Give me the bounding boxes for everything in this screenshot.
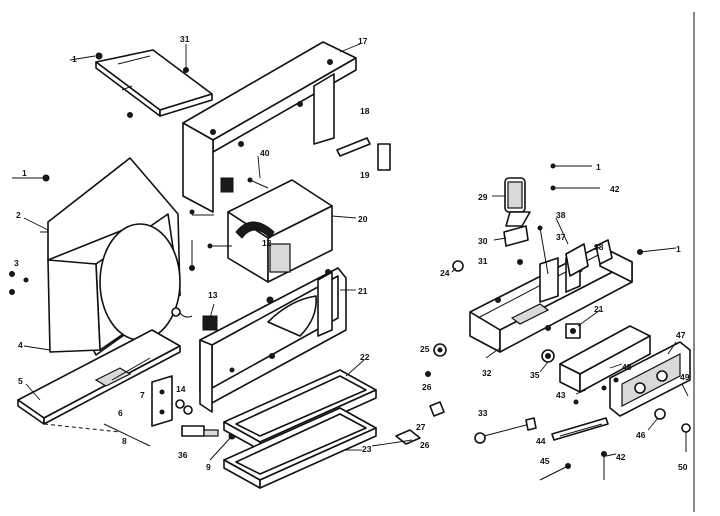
switch-21-right (565, 323, 581, 339)
label-38-upper: 38 (556, 210, 566, 220)
screw-26-right (425, 371, 431, 377)
condenser-shroud (9, 157, 181, 356)
control-panel-43 (559, 325, 651, 393)
small-bracket-18 (336, 137, 371, 157)
label-48: 48 (622, 362, 632, 372)
label-17: 17 (358, 36, 368, 46)
label-50: 50 (678, 462, 688, 472)
partition-panel (199, 267, 347, 413)
drain-pan-23 (223, 407, 377, 489)
label-27: 27 (416, 422, 426, 432)
capacitor-13 (171, 307, 218, 331)
label-35: 35 (530, 370, 540, 380)
label-42-bottom: 42 (616, 452, 626, 462)
label-14: 14 (176, 384, 186, 394)
base-pan (17, 329, 181, 447)
label-32: 32 (482, 368, 492, 378)
label-37: 37 (556, 232, 566, 242)
top-bulkhead-frame (182, 41, 357, 271)
small-parts-14 (175, 399, 193, 415)
screw-31-right (517, 259, 523, 265)
label-13: 13 (208, 290, 218, 300)
label-2: 2 (16, 210, 21, 220)
label-7: 7 (140, 390, 145, 400)
pin-12 (247, 177, 269, 189)
control-box-32 (469, 245, 633, 353)
label-19: 19 (360, 170, 370, 180)
hinge-bracket-7 (151, 375, 173, 427)
thermostat-38 (565, 239, 613, 277)
knob-48 (654, 408, 666, 420)
screw-45 (539, 463, 571, 481)
label-24: 24 (440, 268, 450, 278)
label-23: 23 (362, 444, 372, 454)
screw-1-right (637, 247, 677, 255)
label-1-left: 1 (22, 168, 27, 178)
label-26-bottom: 26 (420, 440, 430, 450)
label-38-lower: 38 (594, 242, 604, 252)
label-12: 12 (262, 238, 272, 248)
label-49: 49 (680, 372, 690, 382)
label-1-right: 1 (676, 244, 681, 254)
label-8: 8 (122, 436, 127, 446)
label-45: 45 (540, 456, 550, 466)
label-31-right: 31 (478, 256, 488, 266)
part-labels: 1 31 17 18 19 40 1 2 3 4 5 6 7 8 9 14 36… (14, 34, 690, 472)
leader-lines (23, 43, 689, 457)
label-18: 18 (360, 106, 370, 116)
motor-29 (504, 177, 531, 227)
label-36: 36 (178, 450, 188, 460)
label-40: 40 (260, 148, 270, 158)
screw-42-bottom (601, 451, 607, 480)
screws-42-top (550, 163, 600, 191)
top-cover-plate (69, 49, 213, 118)
label-25: 25 (420, 344, 430, 354)
label-21-right: 21 (594, 304, 604, 314)
label-1-top-right: 1 (596, 162, 601, 172)
label-4: 4 (18, 340, 23, 350)
label-22: 22 (360, 352, 370, 362)
rod-19 (377, 143, 391, 171)
label-47: 47 (676, 330, 686, 340)
label-3: 3 (14, 258, 19, 268)
label-30: 30 (478, 236, 488, 246)
bracket-30 (503, 225, 529, 247)
bracket-44 (551, 417, 609, 441)
label-9: 9 (206, 462, 211, 472)
label-44: 44 (536, 436, 546, 446)
grommet-25 (433, 343, 447, 357)
label-33: 33 (478, 408, 488, 418)
label-29: 29 (478, 192, 488, 202)
screws-46 (573, 377, 619, 405)
label-46: 46 (636, 430, 646, 440)
label-21-left: 21 (358, 286, 368, 296)
label-5: 5 (18, 376, 23, 386)
wrench-33 (474, 417, 537, 444)
label-31-top: 31 (180, 34, 190, 44)
knob-35 (541, 349, 555, 363)
control-panel-47 (609, 341, 691, 417)
label-26-right: 26 (422, 382, 432, 392)
label-1-top: 1 (72, 54, 77, 64)
knob-50 (681, 423, 691, 452)
label-20: 20 (358, 214, 368, 224)
label-42-top: 42 (610, 184, 620, 194)
label-6: 6 (118, 408, 123, 418)
motor-bracket-housing (207, 179, 333, 304)
label-43: 43 (556, 390, 566, 400)
clip-27 (429, 401, 445, 417)
part-37 (537, 225, 549, 275)
bushing-36 (181, 425, 219, 437)
